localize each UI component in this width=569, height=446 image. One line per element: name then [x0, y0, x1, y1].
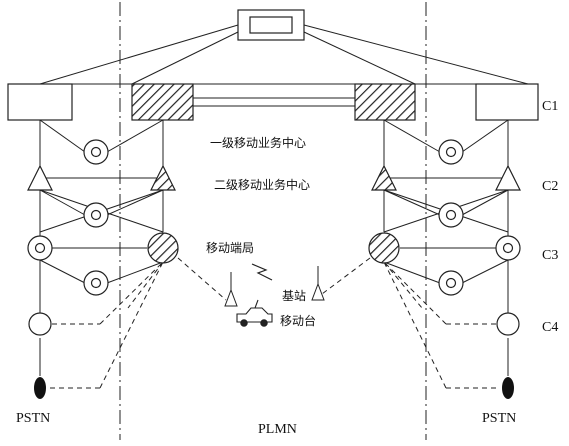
pstn-right-label: PSTN — [482, 411, 516, 426]
tandem-right-c3 — [438, 270, 464, 296]
mobile-station-icon — [236, 299, 273, 327]
tandem-left-c3 — [83, 270, 109, 296]
pstn-c1-right — [475, 83, 539, 121]
mobile-station-label: 移动台 — [280, 313, 316, 328]
base-station-antennas — [224, 266, 325, 307]
antenna-left — [224, 272, 238, 307]
secondary-msc-left — [150, 164, 176, 191]
radio-link-icon — [251, 263, 273, 281]
dashed-links — [50, 257, 496, 389]
pstn-c1-left — [7, 83, 73, 121]
mobile-end-office-left — [147, 232, 179, 264]
pstn-terminal-left — [34, 377, 46, 399]
pstn-c2-left — [27, 164, 53, 191]
antenna-right — [311, 266, 325, 301]
primary-msc-left — [131, 83, 194, 121]
c1-level-nodes — [7, 83, 539, 121]
region-boundaries — [119, 2, 427, 440]
secondary-msc-right — [371, 164, 397, 191]
tandem-right-c1 — [438, 139, 464, 165]
mobile-end-office-label: 移动端局 — [206, 241, 254, 255]
pstn-terminal-right — [502, 377, 514, 399]
plmn-label: PLMN — [258, 422, 297, 437]
base-station-label: 基站 — [282, 289, 306, 303]
primary-msc-right — [354, 83, 416, 121]
pstn-c2-right — [495, 164, 521, 191]
secondary-msc-label: 二级移动业务中心 — [214, 177, 310, 192]
primary-msc-label: 一级移动业务中心 — [210, 135, 306, 150]
pstn-left-label: PSTN — [16, 411, 50, 426]
tandem-right-c2 — [438, 202, 464, 228]
pstn-c3-left — [27, 235, 53, 261]
level-c1-label: C1 — [542, 99, 558, 114]
level-c2-label: C2 — [542, 179, 558, 194]
c2-level-nodes — [27, 164, 521, 191]
c3-mobile-end-offices — [147, 232, 400, 264]
level-c4-label: C4 — [542, 320, 558, 335]
top-links — [39, 24, 529, 85]
tandem-left-c1 — [83, 139, 109, 165]
c4-level-nodes — [28, 312, 520, 336]
level-c3-label: C3 — [542, 248, 558, 263]
mobile-end-office-right — [368, 232, 400, 264]
pstn-c4-left — [28, 312, 52, 336]
pstn-c3-right — [495, 235, 521, 261]
pstn-c4-right — [496, 312, 520, 336]
tandem-left-c2 — [83, 202, 109, 228]
left-trunks — [39, 119, 164, 376]
pstn-terminals — [34, 377, 514, 399]
top-transit-node — [237, 9, 305, 41]
tandem-switches — [27, 139, 521, 296]
